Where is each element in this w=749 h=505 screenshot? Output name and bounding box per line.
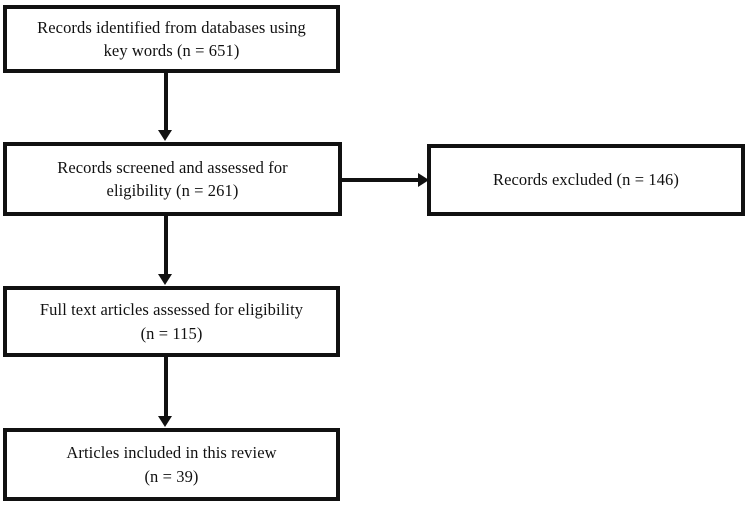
node-records-identified: Records identified from databases using … bbox=[3, 5, 340, 73]
node-records-excluded-label: Records excluded (n = 146) bbox=[492, 170, 680, 190]
node-records-screened-label: Records screened and assessed for eligib… bbox=[57, 157, 288, 200]
arrow-screened-to-excluded-head-icon bbox=[418, 173, 429, 187]
node-articles-included: Articles included in this review (n = 39… bbox=[3, 428, 340, 501]
arrow-identified-to-screened-head-icon bbox=[158, 130, 172, 141]
arrow-identified-to-screened-stem bbox=[164, 73, 168, 131]
arrow-screened-to-excluded-stem bbox=[342, 178, 420, 182]
arrow-fulltext-to-included-head-icon bbox=[158, 416, 172, 427]
arrow-fulltext-to-included-stem bbox=[164, 357, 168, 417]
arrow-screened-to-fulltext-head-icon bbox=[158, 274, 172, 285]
node-records-identified-label: Records identified from databases using … bbox=[37, 17, 306, 60]
node-fulltext-assessed-label: Full text articles assessed for eligibil… bbox=[39, 300, 304, 343]
arrow-screened-to-fulltext-stem bbox=[164, 216, 168, 275]
node-fulltext-assessed: Full text articles assessed for eligibil… bbox=[3, 286, 340, 357]
node-articles-included-label: Articles included in this review (n = 39… bbox=[66, 443, 277, 486]
node-records-screened: Records screened and assessed for eligib… bbox=[3, 142, 342, 216]
node-records-excluded: Records excluded (n = 146) bbox=[427, 144, 745, 216]
